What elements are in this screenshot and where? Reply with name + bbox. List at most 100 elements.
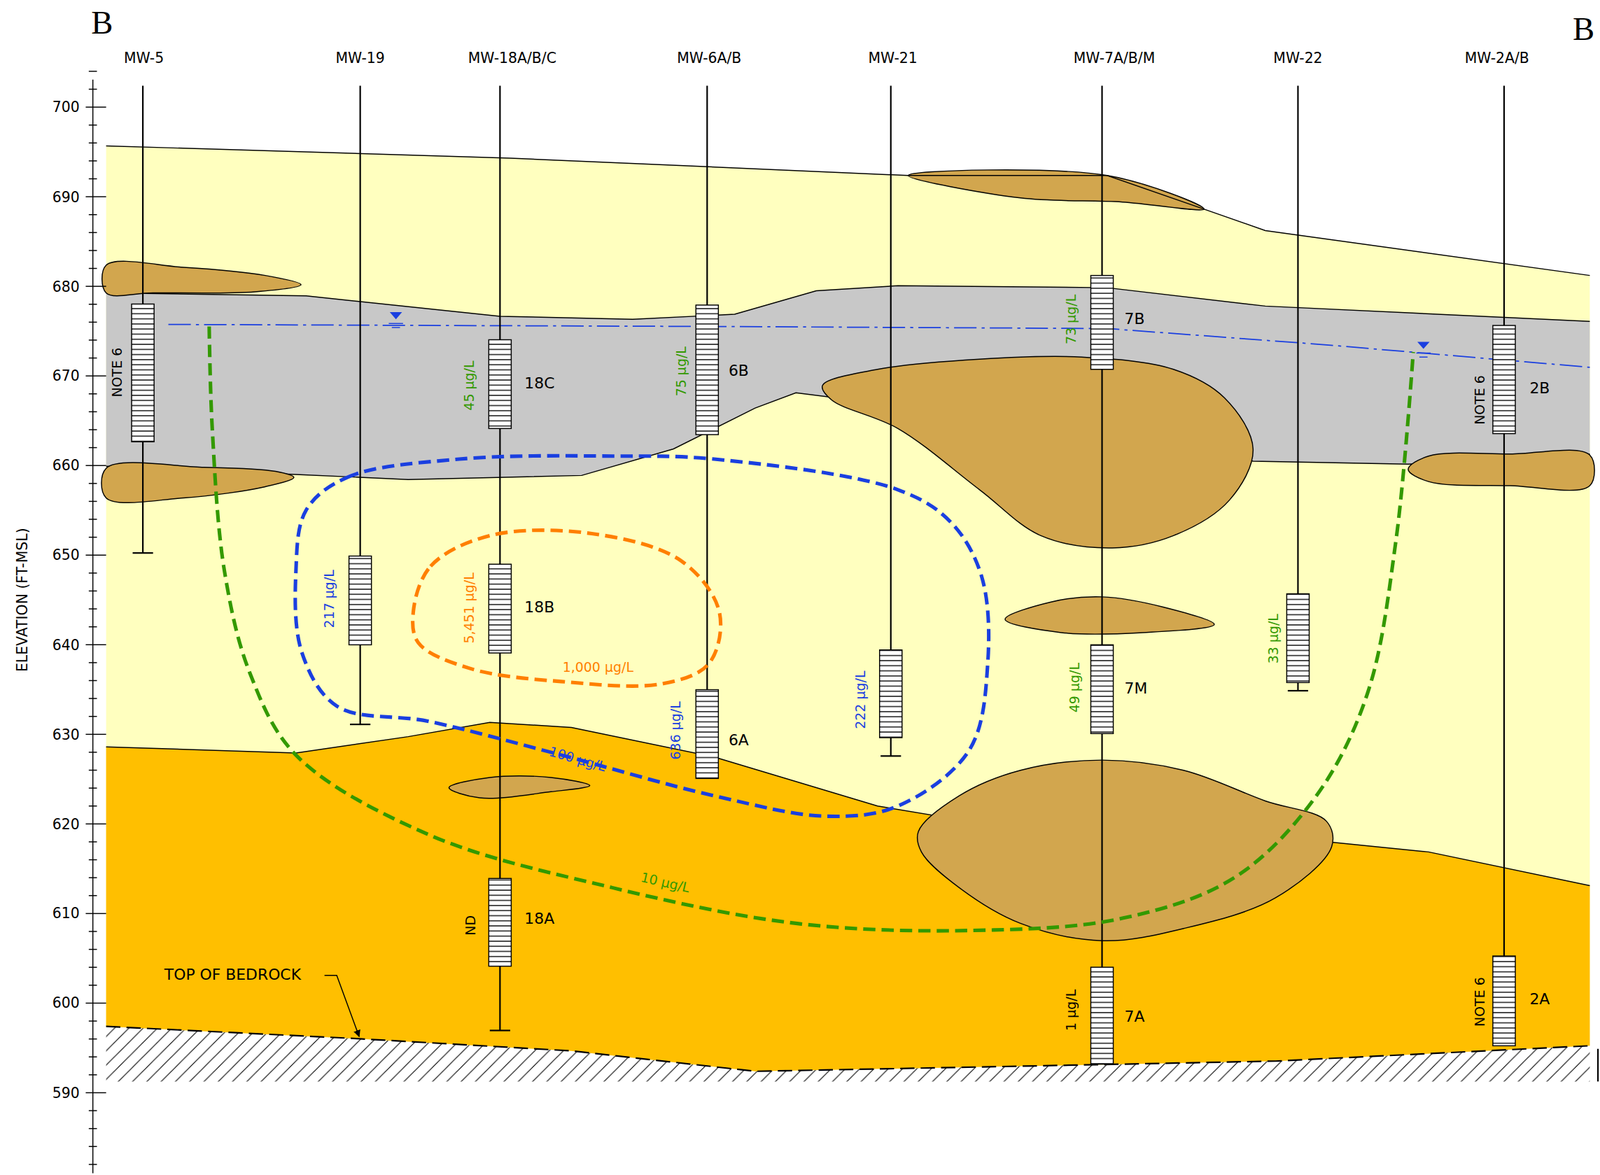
well-name: MW-7A/B/M — [1073, 51, 1156, 66]
concentration: 45 μg/L — [462, 360, 476, 411]
axis-tick — [88, 590, 98, 592]
well-name: MW-5 — [123, 51, 164, 66]
sand-lens — [1408, 450, 1595, 490]
axis-tick — [88, 429, 98, 430]
well-screen — [695, 690, 719, 780]
concentration: 636 μg/L — [669, 701, 683, 760]
axis-tick — [85, 285, 106, 287]
concentration: 1 μg/L — [1064, 989, 1078, 1031]
axis-value: 660 — [52, 458, 80, 473]
sand-layer — [106, 145, 1591, 1071]
axis-tick — [85, 1092, 106, 1094]
axis-tick — [88, 769, 98, 771]
well-name: MW-19 — [335, 51, 385, 66]
screen-id: 2A — [1529, 992, 1550, 1008]
axis-tick — [88, 536, 98, 538]
axis-tick — [88, 411, 98, 413]
well-screen — [1286, 594, 1309, 684]
axis-value: 620 — [52, 816, 80, 831]
axis-tick — [88, 680, 98, 682]
axis-tick — [85, 555, 106, 556]
axis-tick — [88, 339, 98, 341]
axis-value: 680 — [52, 279, 80, 294]
axis-tick — [88, 249, 98, 251]
well-screen — [1492, 956, 1516, 1046]
water-table-symbol — [389, 312, 402, 320]
axis-tick — [88, 930, 98, 932]
axis-tick — [85, 644, 106, 646]
contour-1000 — [412, 530, 721, 687]
axis-tick — [88, 966, 98, 968]
axis-tick — [88, 751, 98, 753]
well-screen — [695, 305, 719, 435]
axis-tick — [88, 214, 98, 215]
screen-id: 6B — [728, 363, 749, 380]
contour-100 — [295, 455, 989, 817]
layer-boundary — [106, 722, 1591, 886]
well-bottom — [349, 723, 371, 726]
axis-tick — [88, 303, 98, 305]
screen-id: 18A — [524, 911, 555, 928]
concentration: 5,451 μg/L — [462, 572, 476, 644]
axis-title: ELEVATION (FT-MSL) — [15, 527, 30, 672]
axis-tick — [88, 1056, 98, 1058]
axis-value: 630 — [52, 727, 80, 742]
axis-tick — [88, 482, 98, 484]
axis-value: 650 — [52, 548, 80, 563]
axis-tick — [88, 787, 98, 789]
contour-10 — [209, 326, 1414, 932]
concentration: 217 μg/L — [322, 569, 336, 628]
bedrock-hatch — [106, 1026, 1591, 1083]
well-casing — [1100, 85, 1103, 1064]
axis-tick — [85, 913, 106, 915]
axis-tick — [88, 124, 98, 126]
well-name: MW-21 — [868, 51, 918, 66]
note-ref: NOTE 6 — [1472, 375, 1486, 425]
water-table — [168, 324, 1591, 368]
section-end: B — [1572, 11, 1595, 45]
well-bottom — [880, 755, 901, 757]
well-casing — [1503, 85, 1505, 1046]
well-bottom — [132, 552, 154, 554]
screen-id: 18C — [524, 375, 555, 392]
water-table-symbol — [1416, 352, 1431, 357]
axis-tick — [88, 232, 98, 234]
axis-tick — [88, 949, 98, 950]
section-edge — [1597, 1049, 1599, 1083]
axis-tick — [88, 895, 98, 896]
well-bottom — [1287, 690, 1309, 692]
axis-tick — [88, 1163, 98, 1165]
sand-lens — [822, 356, 1254, 549]
axis-value: 590 — [52, 1085, 80, 1100]
axis-tick — [88, 501, 98, 502]
axis-tick — [88, 178, 98, 180]
screen-id: 18B — [524, 600, 555, 616]
well-screen — [488, 564, 511, 654]
leader-line — [324, 975, 360, 1037]
note-ref: NOTE 6 — [110, 347, 124, 398]
axis-tick — [88, 716, 98, 717]
till-layer — [106, 722, 1591, 1072]
well-screen — [1091, 275, 1114, 370]
well-screen — [488, 878, 511, 966]
axis-tick — [88, 626, 98, 628]
axis-tick — [88, 393, 98, 395]
screen-id: 7B — [1124, 311, 1146, 327]
well-name: MW-22 — [1273, 51, 1323, 66]
axis-value: 690 — [52, 189, 80, 204]
bedrock-surface — [106, 1026, 1591, 1072]
layer-boundary — [106, 285, 1591, 322]
well-name: MW-6A/B — [676, 51, 742, 66]
axis-tick — [85, 195, 106, 197]
axis-value: 700 — [52, 100, 80, 115]
axis-tick — [85, 1002, 106, 1004]
sand-lens — [101, 462, 294, 503]
axis-value: 610 — [52, 906, 80, 921]
well-screen — [349, 556, 372, 646]
axis-tick — [88, 876, 98, 878]
concentration: 73 μg/L — [1064, 294, 1078, 345]
concentration: 33 μg/L — [1266, 613, 1281, 664]
axis-tick — [88, 88, 98, 90]
axis-tick — [88, 608, 98, 609]
